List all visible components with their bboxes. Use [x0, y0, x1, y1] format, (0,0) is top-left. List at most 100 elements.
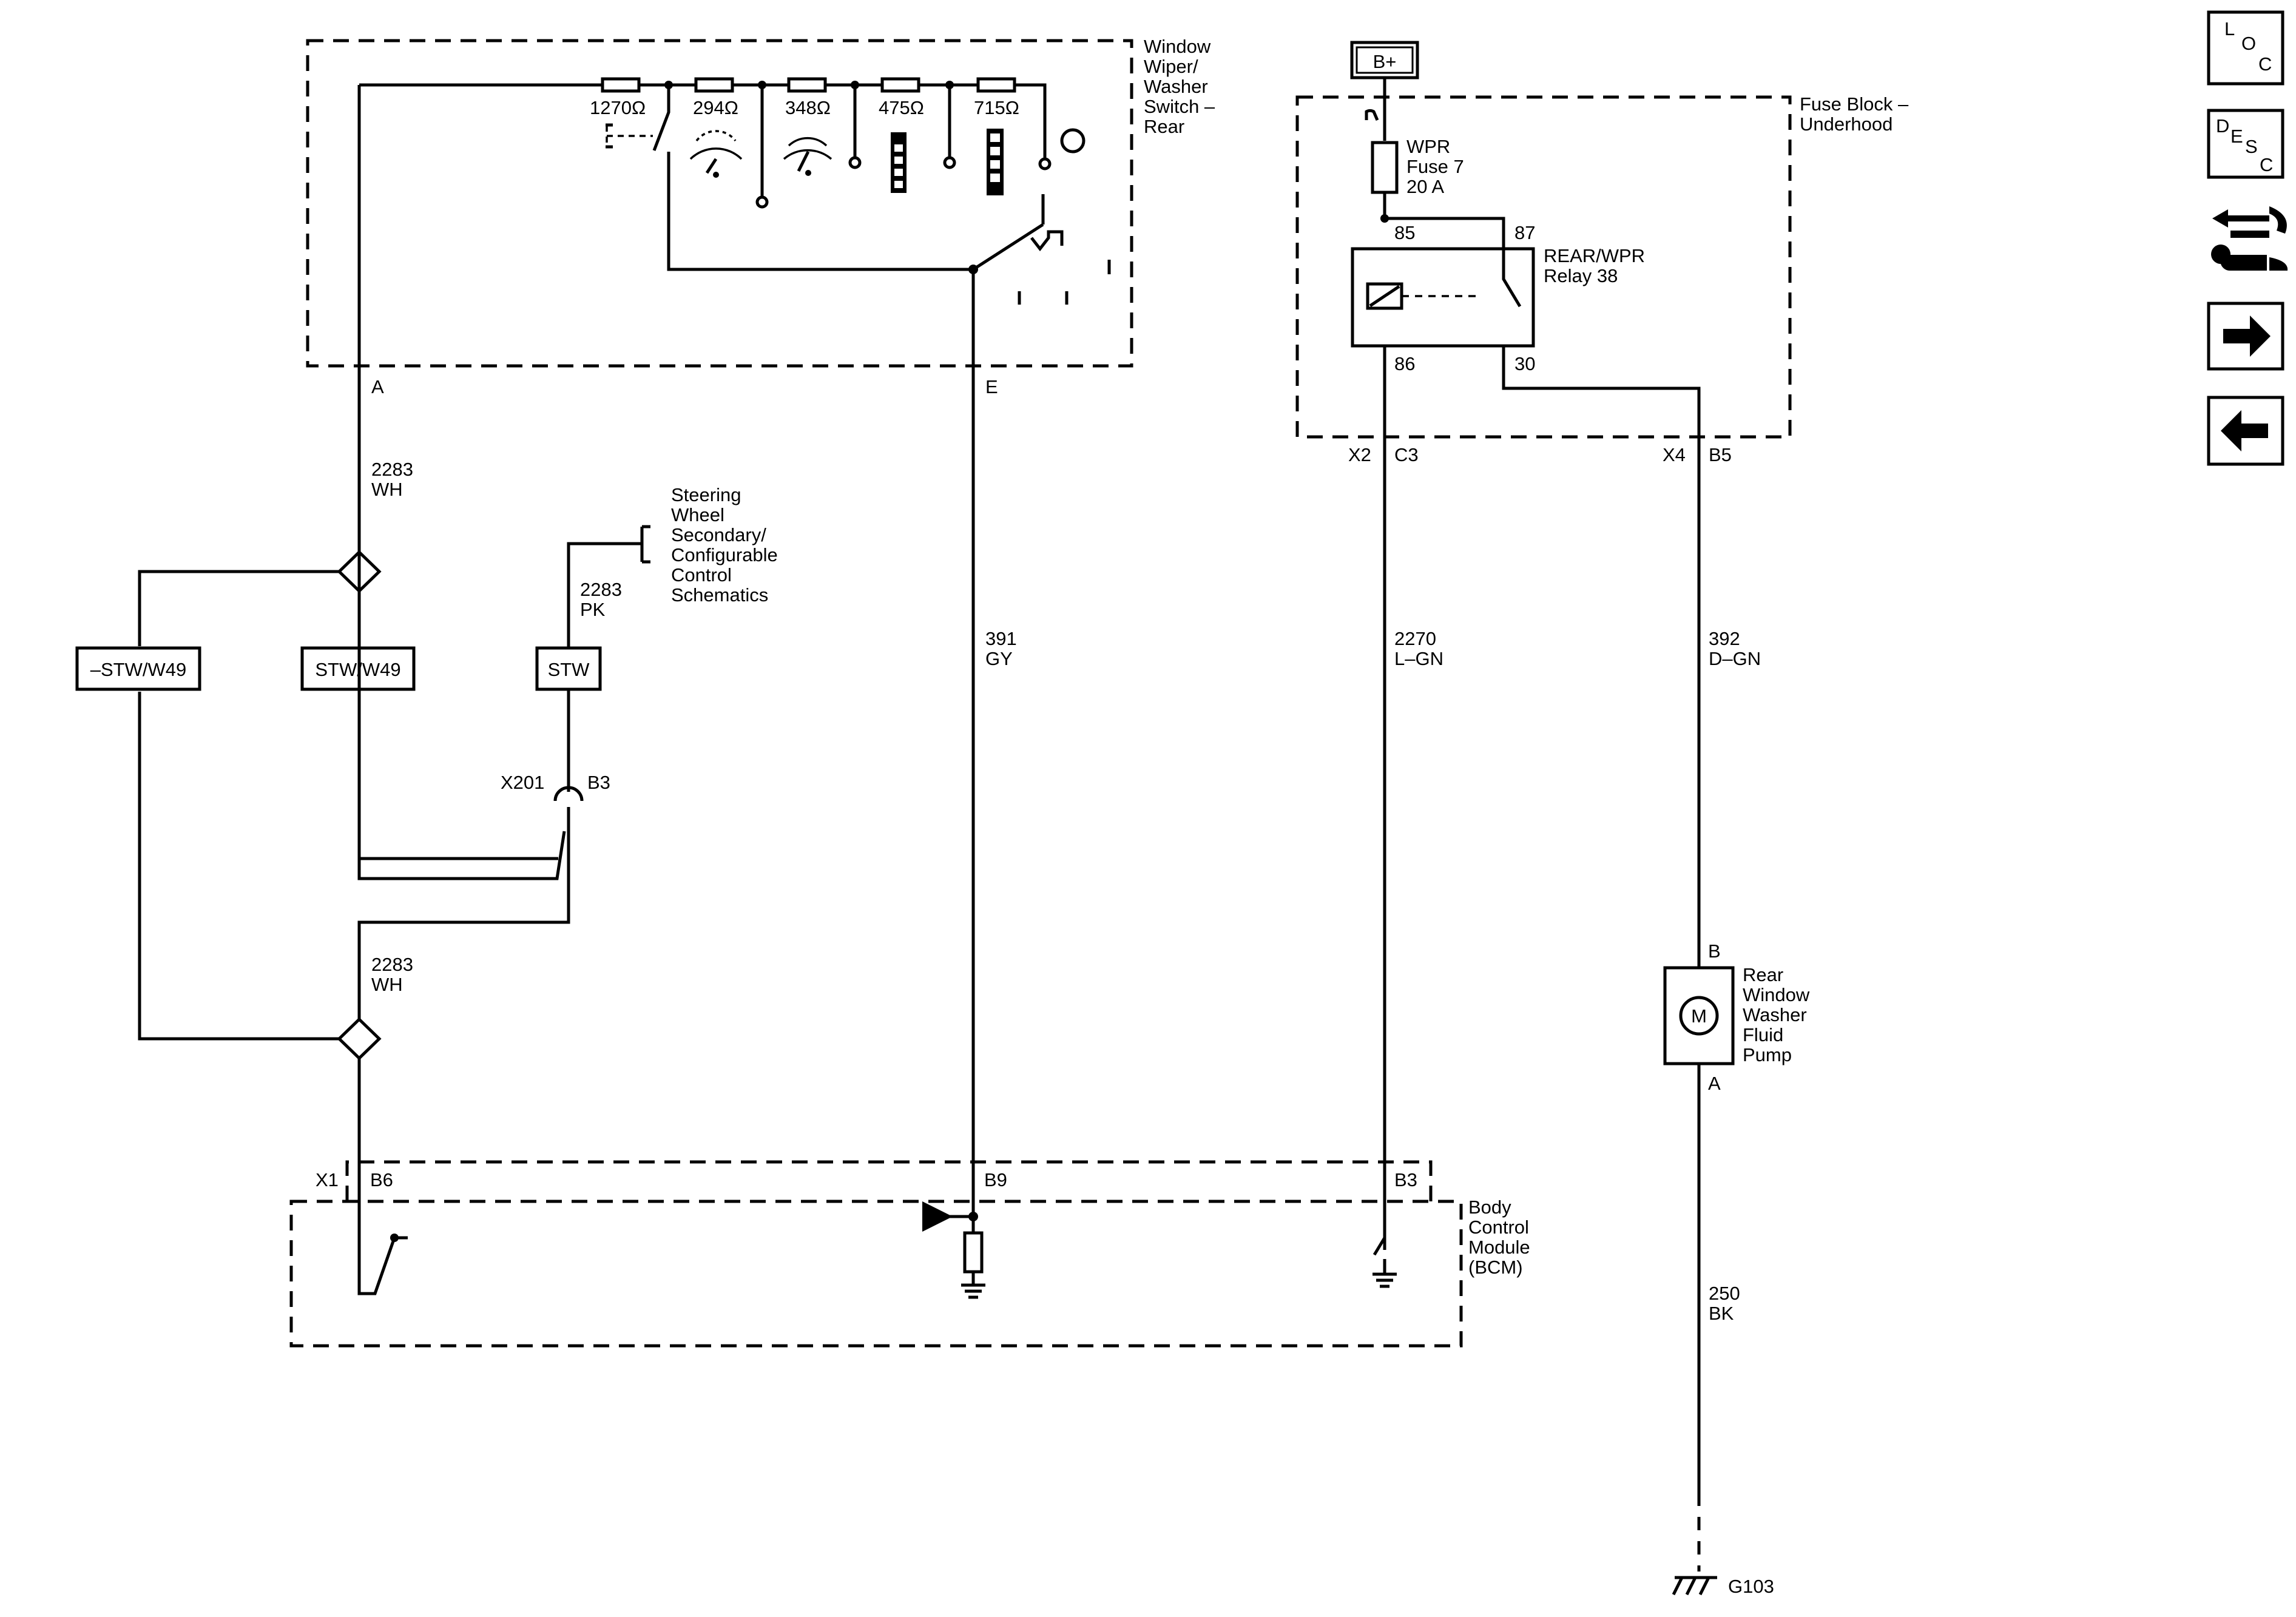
svg-text:–STW/W49: –STW/W49 [90, 659, 186, 680]
svg-text:Body: Body [1468, 1197, 1511, 1218]
splice-diamond-2 [337, 1017, 382, 1061]
svg-text:B3: B3 [1394, 1169, 1417, 1190]
washer-bars-icon [891, 132, 907, 193]
svg-text:Washer: Washer [1743, 1004, 1807, 1025]
wiper-switch: Window Wiper/ Washer Switch – Rear 1270Ω… [306, 36, 1215, 397]
svg-text:C: C [2260, 154, 2273, 175]
svg-text:BK: BK [1709, 1303, 1734, 1324]
resistor-label: 715Ω [974, 97, 1019, 118]
svg-text:30: 30 [1514, 353, 1535, 374]
svg-text:Relay 38: Relay 38 [1544, 265, 1618, 286]
svg-text:20 A: 20 A [1406, 176, 1444, 197]
svg-text:REAR/WPR: REAR/WPR [1544, 245, 1645, 266]
svg-text:85: 85 [1394, 222, 1415, 243]
svg-text:B6: B6 [370, 1169, 393, 1190]
fuse-wpr [1371, 141, 1399, 194]
svg-text:WH: WH [371, 974, 403, 995]
wiper-switch-label: Window Wiper/ Washer Switch – Rear [1144, 36, 1215, 137]
connector-tool-icon[interactable] [2211, 206, 2288, 271]
resistor-715 [976, 77, 1016, 93]
svg-text:B+: B+ [1373, 51, 1397, 72]
resistor-475 [880, 77, 920, 93]
svg-text:87: 87 [1514, 222, 1535, 243]
svg-text:Wiper/: Wiper/ [1144, 56, 1198, 77]
svg-text:(BCM): (BCM) [1468, 1257, 1523, 1278]
resistor-label: 294Ω [693, 97, 738, 118]
option-stw-w49 [300, 646, 416, 691]
svg-text:Control: Control [671, 564, 732, 586]
desc-button[interactable]: D E S C [2207, 109, 2284, 179]
ground-g103: G103 [1672, 1576, 1774, 1597]
svg-text:L–GN: L–GN [1394, 648, 1443, 669]
svg-text:X2: X2 [1348, 444, 1371, 465]
circuit-391: 391 GY [971, 366, 1017, 1214]
svg-text:B3: B3 [587, 772, 610, 793]
svg-text:B: B [1708, 940, 1721, 962]
svg-text:Underhood: Underhood [1800, 113, 1893, 135]
svg-text:250: 250 [1709, 1283, 1740, 1304]
off-position-icon [1060, 128, 1086, 154]
svg-text:2283: 2283 [371, 459, 413, 480]
fuse-block-label: Fuse Block – Underhood [1800, 93, 1909, 135]
svg-text:STW: STW [548, 659, 590, 680]
svg-text:PK: PK [580, 599, 606, 620]
svg-text:391: 391 [985, 628, 1017, 649]
svg-text:2283: 2283 [371, 954, 413, 975]
steering-wheel-reference: Steering Wheel Secondary/ Configurable C… [671, 484, 778, 606]
resistor-label: 348Ω [785, 97, 831, 118]
arrow-right-icon[interactable] [2207, 302, 2284, 371]
circuit-2270: 2270 L–GN [1394, 628, 1443, 669]
resistor-348 [787, 77, 827, 93]
svg-text:E: E [2230, 126, 2243, 147]
pin-e: E [985, 376, 998, 397]
wiper-intermittent-icon [689, 130, 743, 178]
fuse-block-underhood: B+ Fuse Block – Underhood WPR Fuse 7 20 … [1295, 41, 1909, 1250]
svg-text:D: D [2216, 115, 2229, 137]
svg-text:Window: Window [1144, 36, 1211, 57]
resistor-label: 475Ω [879, 97, 924, 118]
svg-text:Fluid: Fluid [1743, 1024, 1783, 1045]
svg-text:Module: Module [1468, 1237, 1530, 1258]
svg-text:Control: Control [1468, 1217, 1529, 1238]
svg-text:2283: 2283 [580, 579, 622, 600]
svg-text:S: S [2245, 136, 2258, 157]
bcm-label: Body Control Module (BCM) [1468, 1197, 1530, 1278]
svg-text:WPR: WPR [1406, 136, 1450, 157]
svg-text:B5: B5 [1709, 444, 1732, 465]
svg-text:Fuse Block –: Fuse Block – [1800, 93, 1909, 115]
svg-text:A: A [1708, 1073, 1721, 1094]
svg-text:L: L [2224, 18, 2235, 39]
svg-text:STW/W49: STW/W49 [315, 659, 400, 680]
arrow-left-icon[interactable] [2207, 396, 2284, 466]
svg-text:392: 392 [1709, 628, 1740, 649]
svg-text:Switch –: Switch – [1144, 96, 1215, 117]
svg-text:X4: X4 [1663, 444, 1686, 465]
loc-button[interactable]: L O C [2207, 10, 2284, 86]
svg-text:X1: X1 [316, 1169, 339, 1190]
body-control-module: Body Control Module (BCM) X1 B6 B9 B3 [289, 1160, 1530, 1348]
svg-text:86: 86 [1394, 353, 1415, 374]
circuit-392: 392 D–GN B M Rear Window Washer Fluid Pu… [1663, 437, 1810, 1597]
svg-text:2270: 2270 [1394, 628, 1436, 649]
svg-text:Fuse 7: Fuse 7 [1406, 156, 1464, 177]
svg-text:X201: X201 [501, 772, 544, 793]
svg-text:Steering: Steering [671, 484, 741, 505]
svg-text:C3: C3 [1394, 444, 1419, 465]
pump-label: Rear Window Washer Fluid Pump [1743, 964, 1810, 1065]
svg-text:Rear: Rear [1743, 964, 1783, 985]
resistor-294 [694, 77, 734, 93]
svg-text:Schematics: Schematics [671, 584, 768, 606]
washer-bars-icon-2 [987, 129, 1004, 195]
svg-text:D–GN: D–GN [1709, 648, 1761, 669]
svg-text:Configurable: Configurable [671, 544, 778, 565]
svg-text:Pump: Pump [1743, 1044, 1792, 1065]
connector-x201 [553, 786, 584, 802]
svg-text:Wheel: Wheel [671, 504, 724, 525]
wiper-continuous-icon [783, 137, 832, 176]
svg-text:GY: GY [985, 648, 1013, 669]
relay-38 [1351, 247, 1535, 348]
nav-buttons: L O C D E S C [2207, 10, 2288, 466]
resistor-1270 [601, 77, 641, 93]
resistor-label: 1270Ω [590, 97, 646, 118]
